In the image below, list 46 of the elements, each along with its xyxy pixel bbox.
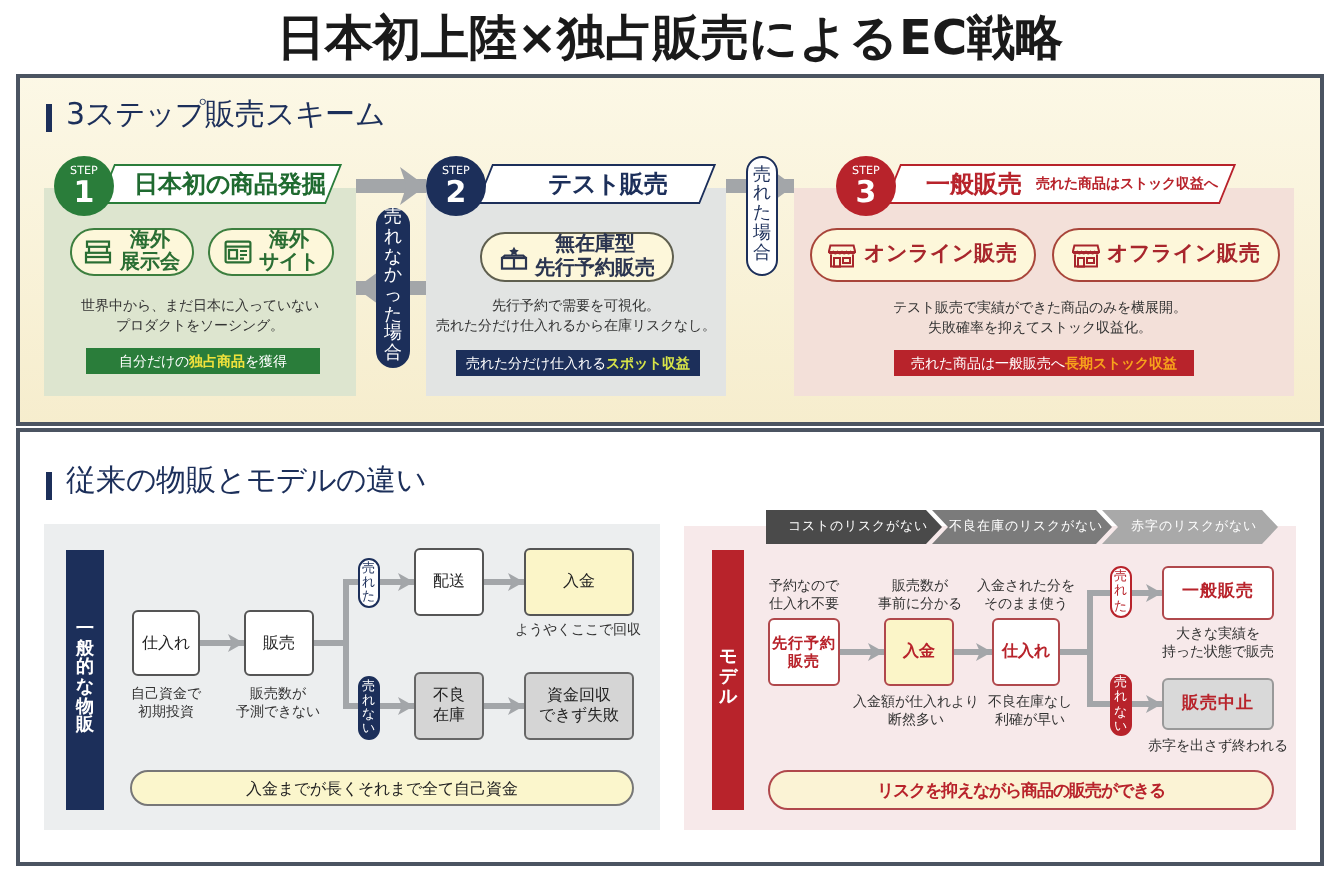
summary-pill: 入金までが長くそれまで全て自己資金 <box>130 770 634 806</box>
process-box: 一般販売 <box>1162 566 1274 620</box>
option-label: オフライン販売 <box>1107 242 1261 268</box>
edge-label: 売れた場合 <box>746 156 778 276</box>
diagram-panel <box>44 524 660 830</box>
arrow <box>356 167 426 205</box>
process-box: 販売中止 <box>1162 678 1274 730</box>
arrow <box>314 640 414 715</box>
step-number: 2 <box>445 177 467 207</box>
arrow <box>1060 649 1162 713</box>
arrow <box>954 643 992 661</box>
option-pill <box>480 232 674 282</box>
option-label: 無在庫型先行予約販売 <box>535 234 655 280</box>
option-pill <box>208 228 334 276</box>
process-box: 入金 <box>884 618 954 686</box>
arrow <box>484 573 524 591</box>
process-box: 入金 <box>524 548 634 616</box>
option-pill <box>70 228 194 276</box>
section-heading: 従来の物販とモデルの違い <box>66 460 426 500</box>
title: 日本初上陸×独占販売によるEC戦略 <box>274 7 1066 69</box>
step-title: テスト販売 <box>548 167 668 201</box>
arrow <box>484 697 524 715</box>
step-title: 日本初の商品発掘 <box>134 167 326 201</box>
step-title: 一般販売 <box>926 167 1022 201</box>
side-label: 一般的な物販 <box>66 550 104 810</box>
process-box: 不良在庫 <box>414 672 484 740</box>
process-box: 仕入れ <box>132 610 200 676</box>
edge-label: 売れなかった場合 <box>376 208 410 368</box>
step-number: 3 <box>855 177 877 207</box>
arrow <box>840 643 884 661</box>
process-box: 販売 <box>244 610 314 676</box>
process-box: 仕入れ <box>992 618 1060 686</box>
option-label: 海外展示会 <box>120 229 180 275</box>
process-box: 資金回収できず失敗 <box>524 672 634 740</box>
process-box: 配送 <box>414 548 484 616</box>
option-pill <box>1052 228 1280 282</box>
section-heading: 3ステップ販売スキーム <box>66 94 386 134</box>
arrow <box>200 634 244 652</box>
section-panel <box>16 428 1324 866</box>
option-pill <box>810 228 1036 282</box>
option-label: 海外サイト <box>259 229 319 275</box>
summary-pill: リスクを抑えながら商品の販売ができる <box>768 770 1274 810</box>
option-label: オンライン販売 <box>864 242 1018 268</box>
side-label: モデル <box>712 550 744 810</box>
section-panel <box>16 74 1324 426</box>
step-number: 1 <box>73 177 95 207</box>
